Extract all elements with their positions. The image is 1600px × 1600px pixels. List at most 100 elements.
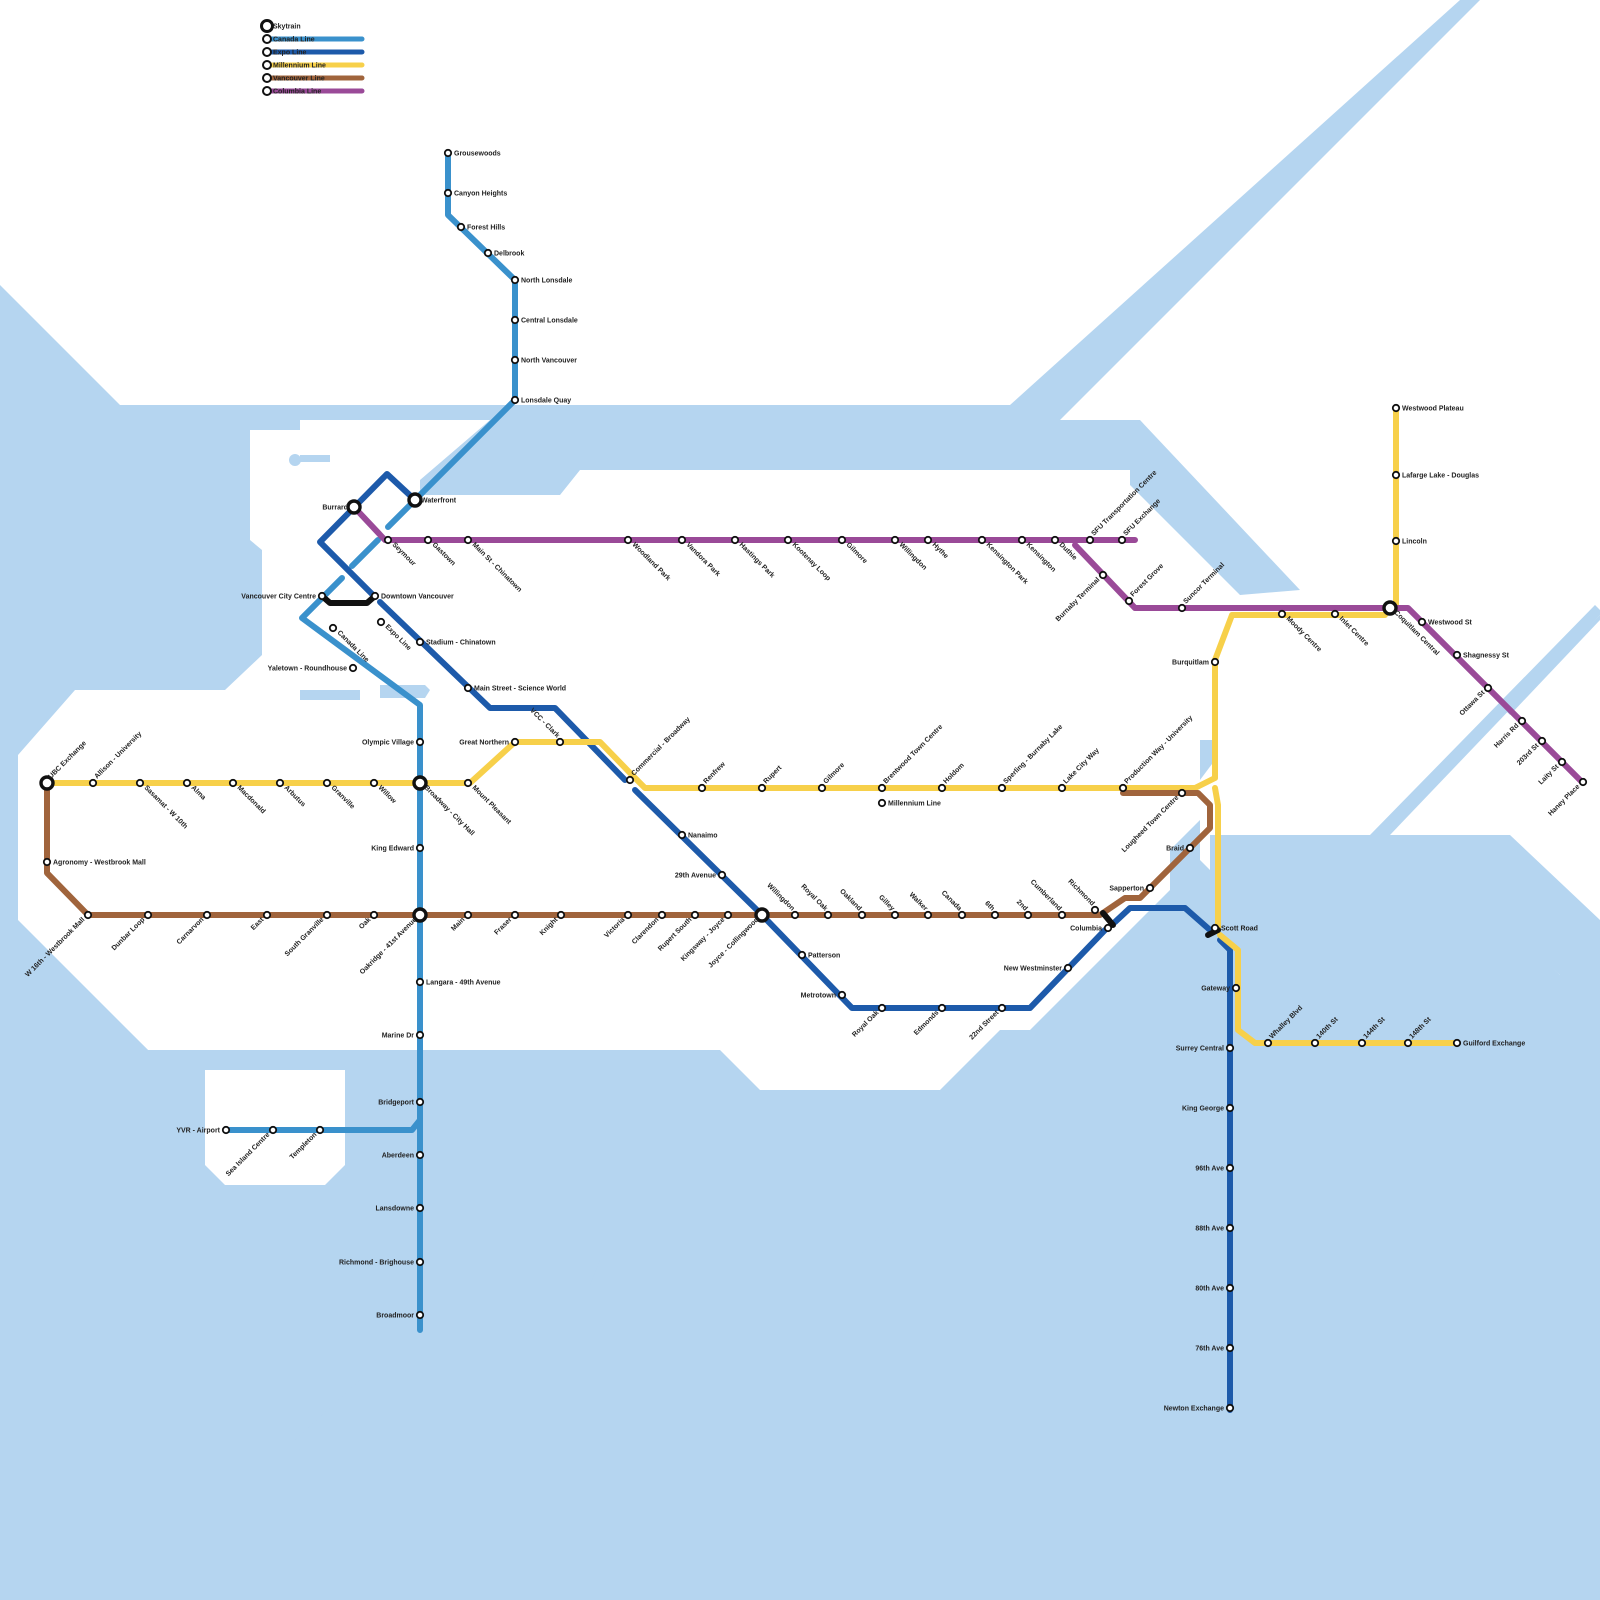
station-marker[interactable] bbox=[370, 591, 380, 601]
station[interactable]: Westwood Plateau bbox=[1391, 403, 1464, 413]
station[interactable]: Burrard bbox=[322, 499, 362, 515]
station-marker[interactable] bbox=[1391, 403, 1401, 413]
station-marker[interactable] bbox=[1391, 470, 1401, 480]
station-marker[interactable] bbox=[510, 910, 520, 920]
station-marker[interactable] bbox=[415, 977, 425, 987]
station-marker[interactable] bbox=[1085, 535, 1095, 545]
station-marker[interactable] bbox=[1225, 1223, 1235, 1233]
station[interactable]: Haney Place bbox=[1547, 777, 1588, 818]
station[interactable]: Braid bbox=[1166, 843, 1195, 853]
station-marker[interactable] bbox=[1483, 683, 1493, 693]
station-marker[interactable] bbox=[443, 188, 453, 198]
station[interactable]: Joyce - Collingwood bbox=[707, 907, 770, 970]
station[interactable]: Brentwood Town Centre bbox=[877, 724, 945, 793]
station[interactable]: Lonsdale Quay bbox=[510, 395, 571, 405]
station-marker[interactable] bbox=[697, 783, 707, 793]
station-marker[interactable] bbox=[797, 950, 807, 960]
station[interactable]: Richmond bbox=[1066, 878, 1100, 915]
station[interactable]: YVR - Airport bbox=[176, 1125, 231, 1135]
station-marker[interactable] bbox=[415, 843, 425, 853]
station-marker[interactable] bbox=[42, 857, 52, 867]
station[interactable]: Lake City Way bbox=[1057, 747, 1101, 793]
station[interactable]: Olympic Village bbox=[362, 737, 425, 747]
station[interactable]: 88th Ave bbox=[1195, 1223, 1235, 1233]
station-marker[interactable] bbox=[717, 870, 727, 880]
station-marker[interactable] bbox=[1231, 983, 1241, 993]
station-marker[interactable] bbox=[690, 910, 700, 920]
station-marker[interactable] bbox=[723, 910, 733, 920]
station-marker[interactable] bbox=[817, 783, 827, 793]
station-marker[interactable] bbox=[1225, 1403, 1235, 1413]
station[interactable]: Forest Hills bbox=[456, 222, 505, 232]
station-marker[interactable] bbox=[39, 775, 55, 791]
station-marker[interactable] bbox=[923, 910, 933, 920]
station-marker[interactable] bbox=[510, 395, 520, 405]
station[interactable]: 76th Ave bbox=[1195, 1343, 1235, 1353]
station[interactable]: Agronomy - Westbrook Mall bbox=[42, 857, 146, 867]
station-marker[interactable] bbox=[1225, 1163, 1235, 1173]
station-marker[interactable] bbox=[456, 222, 466, 232]
station-marker[interactable] bbox=[1391, 536, 1401, 546]
station-marker[interactable] bbox=[1452, 1038, 1462, 1048]
station-marker[interactable] bbox=[1103, 923, 1113, 933]
station-marker[interactable] bbox=[346, 499, 362, 515]
station[interactable]: Mount Pleasant bbox=[463, 778, 513, 827]
station[interactable]: Bridgeport bbox=[378, 1097, 425, 1107]
station-marker[interactable] bbox=[1517, 716, 1527, 726]
station-marker[interactable] bbox=[1225, 1283, 1235, 1293]
station-marker[interactable] bbox=[1057, 910, 1067, 920]
station[interactable]: Sasamat - W 10th bbox=[135, 778, 189, 831]
station[interactable]: 96th Ave bbox=[1195, 1163, 1235, 1173]
station-marker[interactable] bbox=[415, 637, 425, 647]
station-marker[interactable] bbox=[221, 1125, 231, 1135]
station-marker[interactable] bbox=[1177, 788, 1187, 798]
station-marker[interactable] bbox=[1277, 609, 1287, 619]
station-marker[interactable] bbox=[625, 775, 635, 785]
station-marker[interactable] bbox=[415, 737, 425, 747]
station-marker[interactable] bbox=[1124, 596, 1134, 606]
station-marker[interactable] bbox=[412, 775, 428, 791]
station-marker[interactable] bbox=[877, 783, 887, 793]
station-marker[interactable] bbox=[510, 315, 520, 325]
station-marker[interactable] bbox=[202, 910, 212, 920]
station[interactable]: Kootenay Loop bbox=[783, 535, 832, 583]
station-marker[interactable] bbox=[730, 535, 740, 545]
station-marker[interactable] bbox=[754, 907, 770, 923]
station[interactable]: Langara - 49th Avenue bbox=[415, 977, 501, 987]
station[interactable]: Gateway bbox=[1201, 983, 1241, 993]
station-marker[interactable] bbox=[1310, 1038, 1320, 1048]
station-marker[interactable] bbox=[315, 1125, 325, 1135]
station-marker[interactable] bbox=[1050, 535, 1060, 545]
station[interactable]: Aberdeen bbox=[382, 1150, 425, 1160]
station[interactable]: Nanaimo bbox=[677, 830, 718, 840]
station[interactable]: Lansdowne bbox=[375, 1203, 425, 1213]
station[interactable]: Guilford Exchange bbox=[1452, 1038, 1526, 1048]
station[interactable]: King Edward bbox=[371, 843, 425, 853]
station-marker[interactable] bbox=[369, 778, 379, 788]
station-marker[interactable] bbox=[322, 778, 332, 788]
station-marker[interactable] bbox=[1063, 963, 1073, 973]
station[interactable]: Surrey Central bbox=[1176, 1043, 1235, 1053]
station[interactable]: 203rd St bbox=[1516, 736, 1547, 767]
station-marker[interactable] bbox=[1225, 1343, 1235, 1353]
station-marker[interactable] bbox=[88, 778, 98, 788]
station-marker[interactable] bbox=[890, 535, 900, 545]
station[interactable]: Broadmoor bbox=[376, 1310, 425, 1320]
station-marker[interactable] bbox=[1145, 883, 1155, 893]
station-marker[interactable] bbox=[837, 990, 847, 1000]
station-marker[interactable] bbox=[415, 1150, 425, 1160]
station[interactable]: Delbrook bbox=[483, 248, 525, 258]
station-marker[interactable] bbox=[463, 535, 473, 545]
station-marker[interactable] bbox=[1263, 1038, 1273, 1048]
station-marker[interactable] bbox=[1557, 757, 1567, 767]
station-marker[interactable] bbox=[182, 778, 192, 788]
station-marker[interactable] bbox=[328, 623, 338, 633]
station-marker[interactable] bbox=[1177, 603, 1187, 613]
station-marker[interactable] bbox=[1357, 1038, 1367, 1048]
station[interactable]: Westwood St bbox=[1417, 617, 1473, 627]
station-marker[interactable] bbox=[463, 778, 473, 788]
station-marker[interactable] bbox=[923, 535, 933, 545]
station[interactable]: Suncor Terminal bbox=[1177, 562, 1226, 613]
station-marker[interactable] bbox=[623, 535, 633, 545]
station-marker[interactable] bbox=[412, 907, 428, 923]
